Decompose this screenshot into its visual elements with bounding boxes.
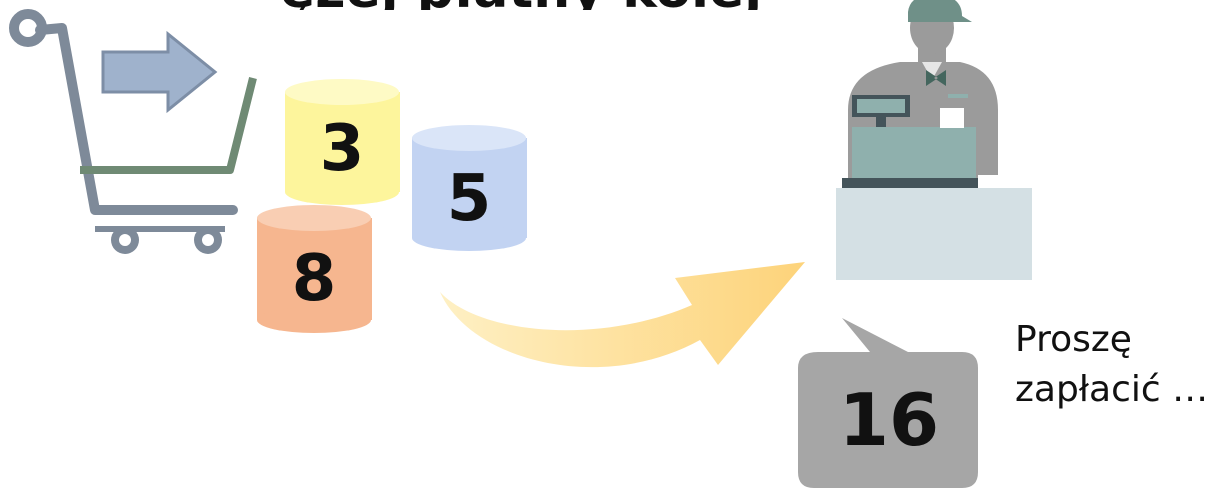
- can-3-label: 3: [319, 112, 365, 186]
- item-can-5: [412, 125, 527, 251]
- total-amount: 16: [838, 378, 940, 462]
- payment-request-text: Proszę zapłacić …: [1015, 315, 1209, 415]
- speech-bubble-icon: [798, 318, 978, 488]
- right-arrow-icon: [101, 30, 218, 114]
- curved-arrow-icon: [440, 262, 805, 368]
- title-text: ężej płatny kolej: [280, 0, 840, 10]
- payment-request-line-2: zapłacić …: [1015, 369, 1209, 410]
- cashier-icon: [836, 0, 1032, 280]
- item-can-8: [257, 205, 372, 333]
- item-can-3: [285, 79, 400, 205]
- can-8-label: 8: [291, 242, 337, 316]
- shopping-cart-icon: [9, 9, 257, 254]
- can-5-label: 5: [446, 162, 492, 236]
- payment-request-line-1: Proszę: [1015, 319, 1132, 360]
